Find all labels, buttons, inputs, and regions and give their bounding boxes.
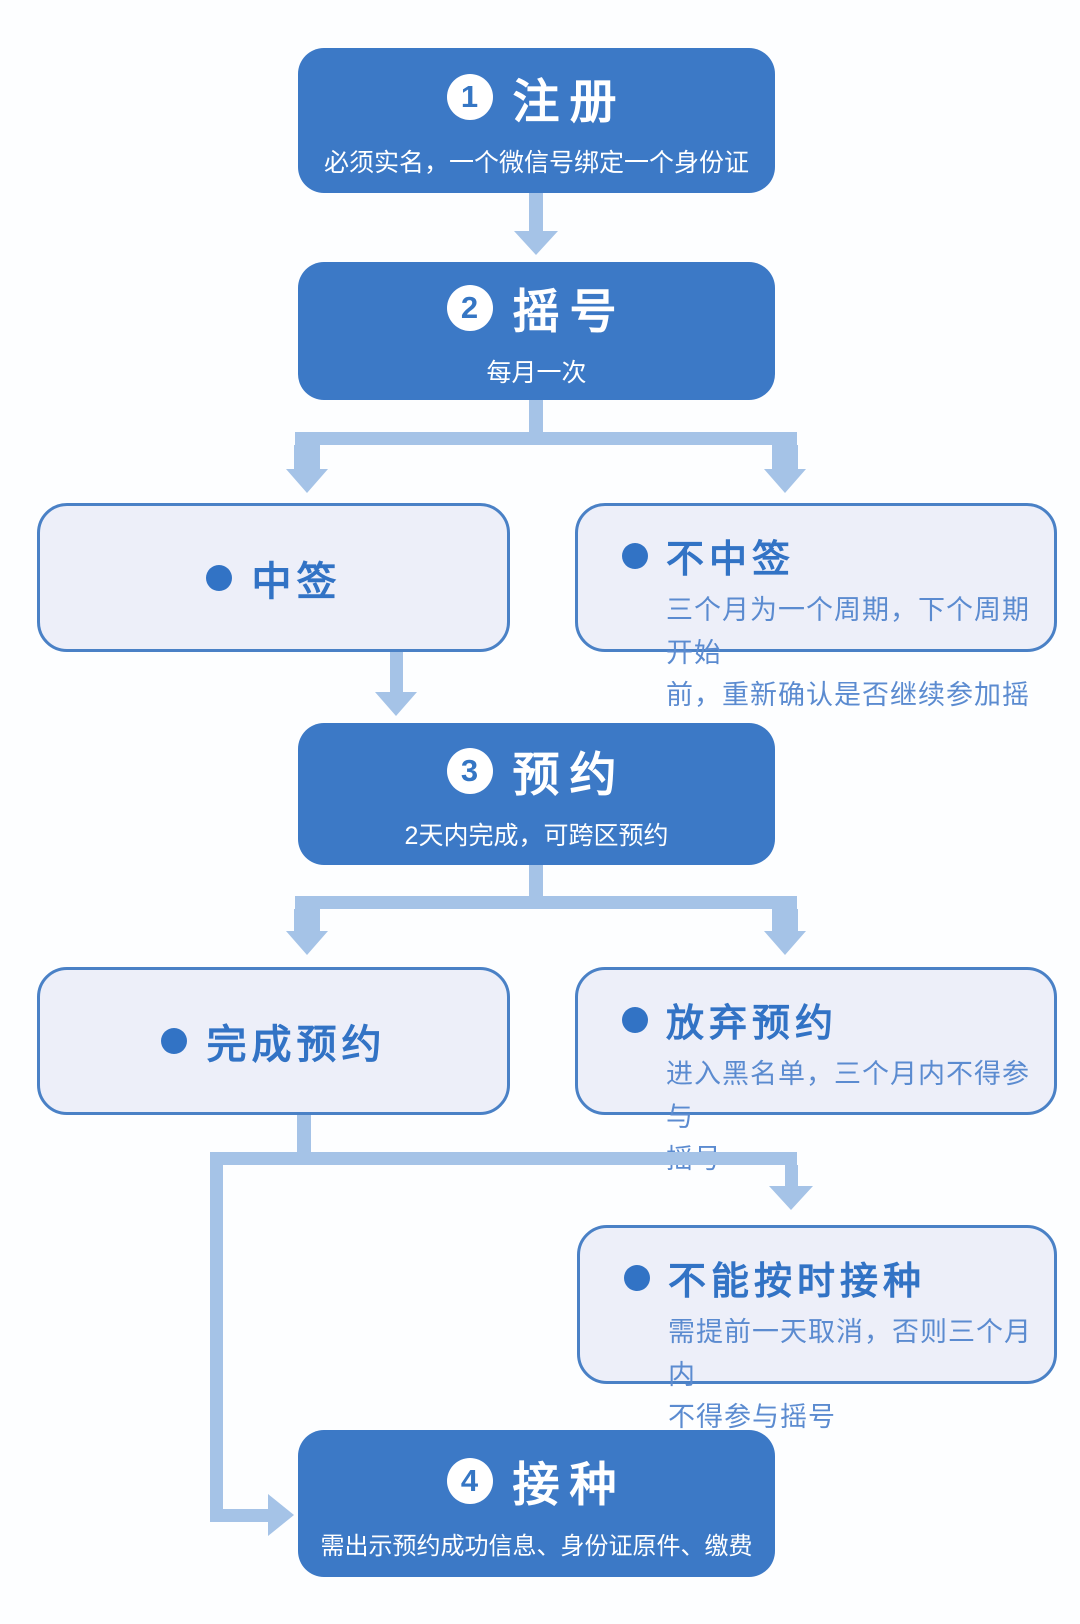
arrow-down-icon [769,1186,813,1210]
outcome-cannot-attend-header: 不能按时接种 [624,1250,1032,1305]
step-number-badge: 3 [446,747,493,794]
step-lottery-header: 2 摇号 [446,273,627,342]
bullet-dot-icon [622,542,648,569]
step-number-badge: 2 [446,284,493,331]
arrow-down-icon [375,692,417,716]
step-booking-header: 3 预约 [446,736,627,805]
bullet-dot-icon [160,1028,187,1054]
step-subtitle: 2天内完成，可跨区预约 [404,822,669,850]
outcome-box-abandon-booking: 放弃预约 进入黑名单，三个月内不得参与 摇号 [575,967,1057,1174]
outcome-lose-header: 不中签 [622,528,1032,583]
step-vaccinate-header: 4 接种 [446,1446,627,1515]
outcome-box-complete-booking: 完成预约 [37,967,510,1115]
step-subtitle: 必须实名，一个微信号绑定一个身份证 [323,148,749,177]
outcome-abandon-header: 放弃预约 [622,992,1032,1047]
connector-line [210,1165,223,1522]
step-register-header: 1 注册 [446,63,627,132]
connector-line [295,432,797,445]
outcome-label: 不中签 [666,539,796,581]
connector-line [529,400,543,433]
connector-line [297,1115,311,1152]
outcome-note: 需提前一天取消，否则三个月内 不得参与摇号 [668,1317,1032,1433]
outcome-box-cannot-attend: 不能按时接种 需提前一天取消，否则三个月内 不得参与摇号 [577,1225,1057,1432]
step-number-badge: 1 [446,74,493,120]
outcome-box-win: 中签 [37,503,510,652]
bullet-dot-icon [622,1006,648,1033]
connector-line [294,909,320,933]
arrow-right-icon [268,1494,294,1536]
outcome-label: 完成预约 [206,1023,387,1067]
step-box-booking: 3 预约 2天内完成，可跨区预约 [298,723,775,865]
connector-line [529,193,543,233]
step-subtitle: 每月一次 [486,359,587,387]
connector-line [210,1152,797,1165]
connector-line [772,445,798,471]
connector-line [529,865,543,898]
outcome-note: 进入黑名单，三个月内不得参与 摇号 [666,1059,1030,1174]
connector-line [785,1165,798,1188]
connector-line [295,896,797,909]
step-subtitle: 需出示预约成功信息、身份证原件、缴费 [320,1533,753,1560]
step-number-badge: 4 [446,1457,493,1504]
outcome-label: 放弃预约 [666,1003,839,1045]
outcome-box-lose: 不中签 三个月为一个周期，下个周期开始 前，重新确认是否继续参加摇号 [575,503,1057,753]
connector-line [294,445,320,471]
step-box-vaccinate: 4 接种 需出示预约成功信息、身份证原件、缴费 [298,1430,775,1577]
arrow-down-icon [286,931,328,955]
connector-line [210,1509,270,1522]
outcome-label: 不能按时接种 [668,1261,927,1303]
step-box-lottery: 2 摇号 每月一次 [298,262,775,400]
arrow-down-icon [764,931,806,955]
step-title: 接种 [512,1458,627,1511]
step-title: 预约 [512,748,627,801]
outcome-label: 中签 [251,559,342,604]
arrow-down-icon [286,469,328,493]
step-box-register: 1 注册 必须实名，一个微信号绑定一个身份证 [298,48,775,193]
arrow-down-icon [514,231,558,255]
bullet-dot-icon [205,564,232,591]
arrow-down-icon [764,469,806,493]
step-title: 摇号 [512,285,627,338]
step-title: 注册 [512,74,627,128]
bullet-dot-icon [624,1264,650,1291]
connector-line [390,652,403,694]
connector-line [772,909,798,933]
